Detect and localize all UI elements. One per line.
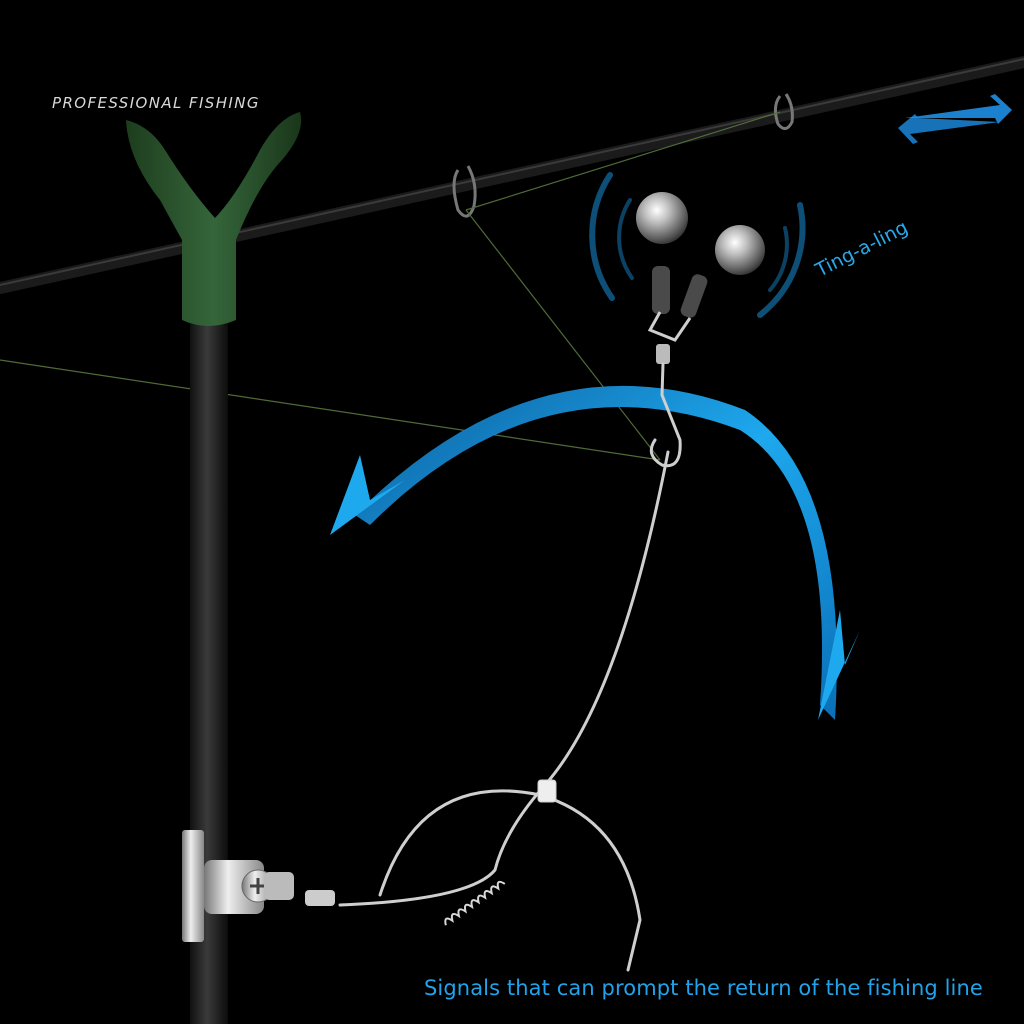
brand-label: PROFESSIONAL FISHING [52,94,260,112]
sound-wave-icon [589,172,806,318]
fishing-rod [0,56,1024,294]
rod-guide-1 [452,165,477,218]
spring-icon [444,880,506,926]
bite-alarm-arm [338,362,682,972]
clip-icon [182,830,335,942]
bell-icon [636,192,765,364]
double-arrow-icon [898,94,1012,144]
caption-text: Signals that can prompt the return of th… [424,976,983,1000]
fishing-line [0,111,781,461]
rod-guide-2 [773,93,794,130]
curved-arrow-icon [330,385,860,720]
